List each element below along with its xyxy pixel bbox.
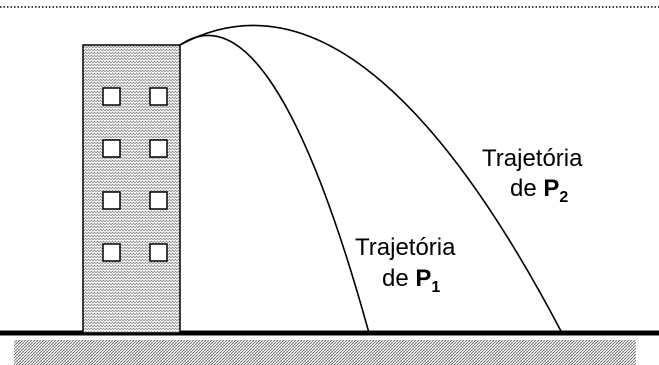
building-window bbox=[102, 139, 121, 158]
label-p1-prefix: de bbox=[382, 265, 415, 292]
label-p2-symbol: P bbox=[543, 175, 559, 202]
label-p2-line2: de P2 bbox=[510, 175, 568, 206]
building-window bbox=[102, 191, 121, 210]
building-window bbox=[149, 87, 168, 106]
building-window bbox=[102, 87, 121, 106]
building bbox=[82, 44, 181, 334]
label-p1-subscript: 1 bbox=[431, 279, 440, 296]
building-window bbox=[102, 243, 121, 262]
trajectory-p2 bbox=[179, 24, 563, 334]
label-p2-prefix: de bbox=[510, 175, 543, 202]
label-p2-line1: Trajetória bbox=[482, 145, 583, 172]
building-window bbox=[149, 139, 168, 158]
label-p2-subscript: 2 bbox=[559, 189, 568, 206]
label-p1-line2: de P1 bbox=[382, 265, 440, 296]
label-p1-symbol: P bbox=[415, 265, 431, 292]
trajectory-p1 bbox=[179, 34, 370, 334]
label-p1-line1: Trajetória bbox=[355, 234, 456, 261]
building-window bbox=[149, 243, 168, 262]
building-window bbox=[149, 191, 168, 210]
building-windows bbox=[102, 87, 168, 262]
ground-hatch bbox=[14, 340, 636, 365]
